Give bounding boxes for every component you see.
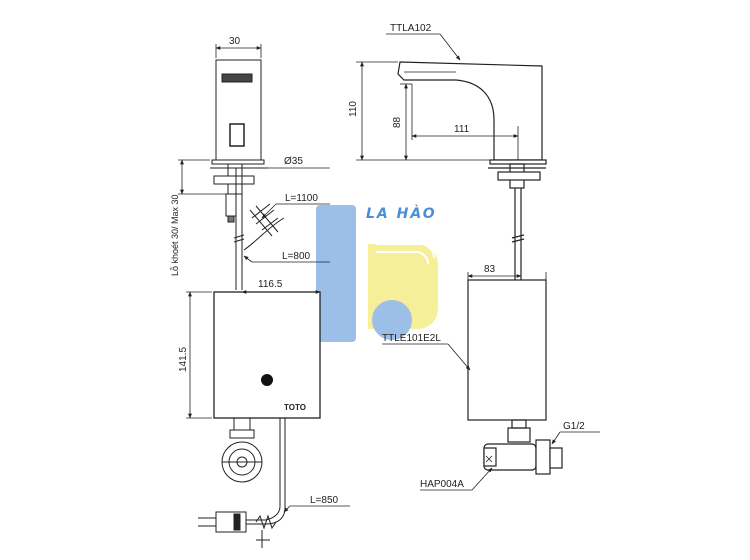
dim-plug-cable: L=850 <box>310 495 339 506</box>
power-plug <box>215 511 247 533</box>
dim-spout-reach: 111 <box>454 124 470 135</box>
faucet-side-body <box>397 61 543 161</box>
dim-cable-1: L=1100 <box>285 193 318 204</box>
control-box-front <box>213 291 321 419</box>
front-view <box>198 59 321 548</box>
dim-width-top: 30 <box>229 36 241 47</box>
valve-model-label: HAP004A <box>420 479 464 490</box>
side-dimensions <box>356 33 600 491</box>
dim-box-width: 83 <box>484 264 496 275</box>
thread-label: G1/2 <box>563 421 585 432</box>
dim-total-height: 110 <box>348 101 359 117</box>
box-model-label: TTLE101E2L <box>382 333 441 344</box>
dim-box-height: 141.5 <box>178 347 189 372</box>
control-box-side <box>467 279 547 421</box>
brand-logo: LA HÀO <box>316 205 438 342</box>
faucet-model-label: TTLA102 <box>390 23 432 34</box>
dim-diameter: Ø35 <box>284 156 303 167</box>
cable-coil <box>243 203 285 251</box>
dim-hole: Lỗ khoét 30/ Max 30 <box>170 194 180 276</box>
front-dimensions <box>178 44 350 513</box>
box-logo: TOTO <box>284 403 306 412</box>
dim-spout-height: 88 <box>392 116 403 128</box>
dim-offset: 116.5 <box>258 279 283 290</box>
brand-name: LA HÀO <box>366 205 437 222</box>
dim-cable-2: L=800 <box>282 251 311 262</box>
